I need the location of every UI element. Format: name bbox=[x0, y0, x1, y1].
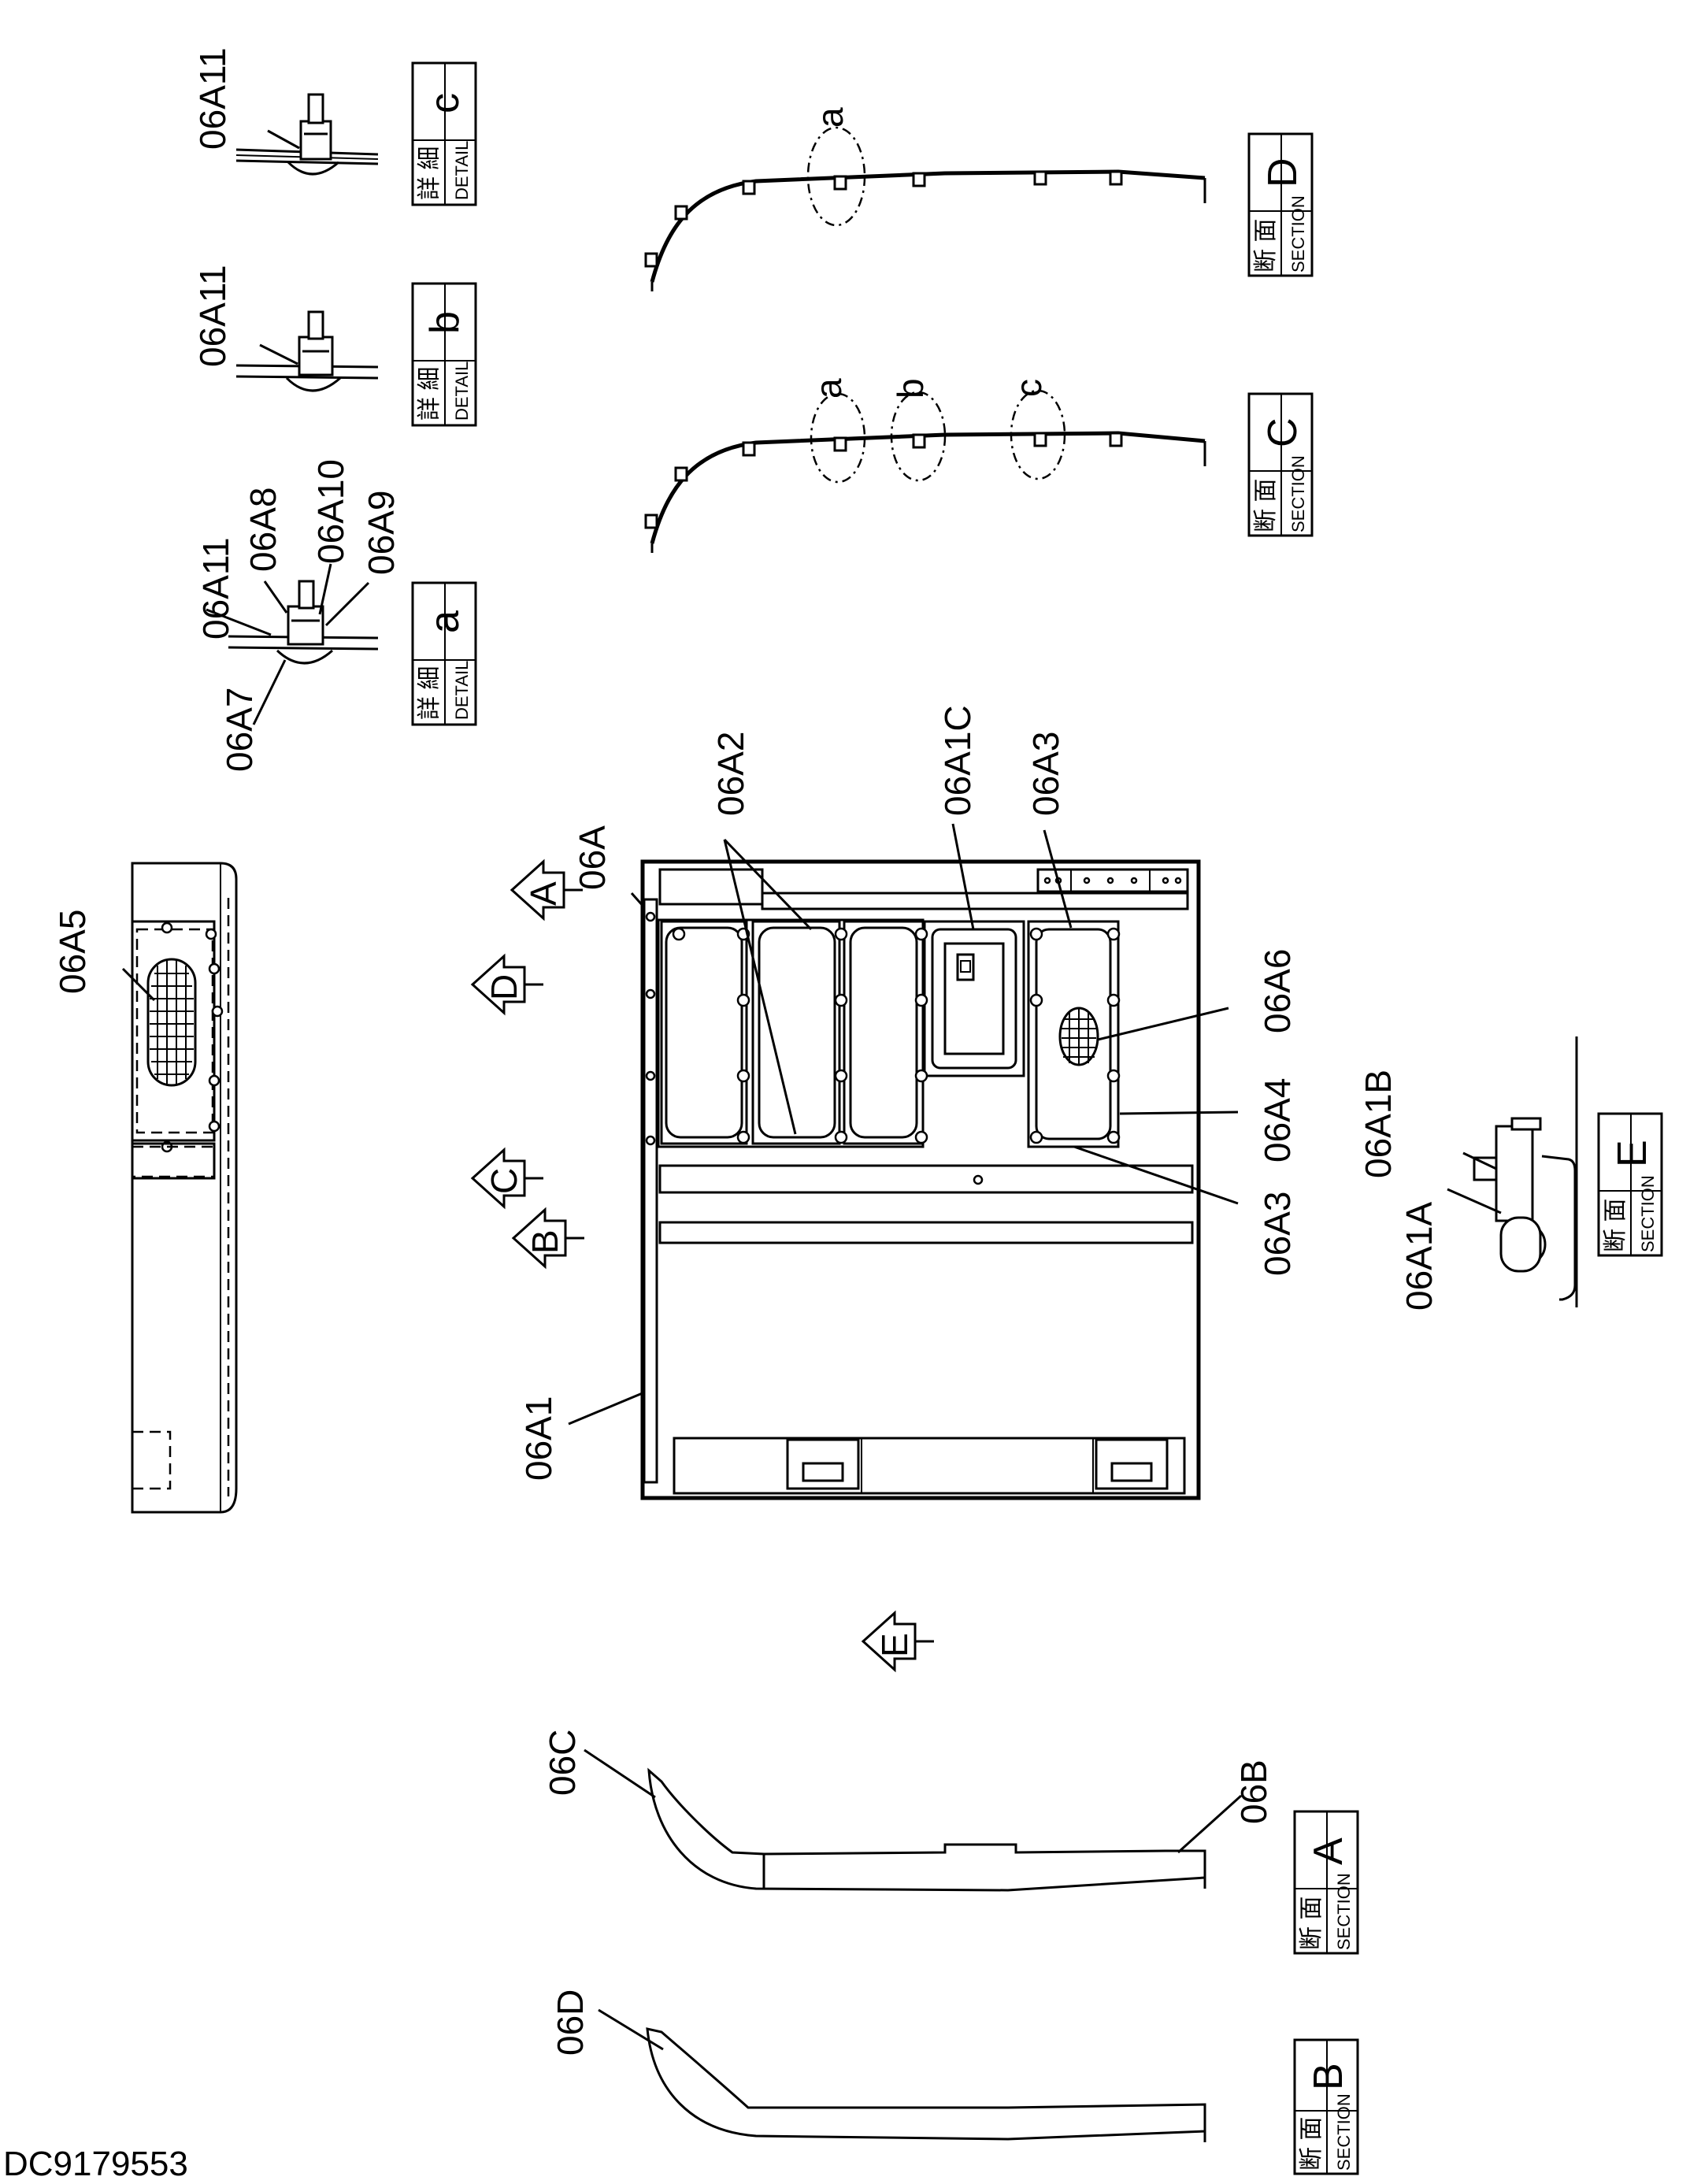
view-arrow-d: D bbox=[470, 953, 543, 1016]
detail-a-letter: a bbox=[422, 610, 468, 633]
detail-a-word: DETAIL bbox=[452, 661, 472, 720]
side-view-panel bbox=[131, 862, 238, 1514]
label-06A11-a: 06A11 bbox=[195, 537, 236, 640]
label-06A: 06A bbox=[572, 825, 613, 890]
view-arrow-b: B bbox=[511, 1207, 584, 1270]
label-06A2: 06A2 bbox=[710, 732, 751, 816]
section-e-view bbox=[1447, 1036, 1578, 1307]
label-06A11-c: 06A11 bbox=[192, 47, 233, 150]
section-c-kanji: 断 面 bbox=[1253, 479, 1279, 532]
label-06A1A: 06A1A bbox=[1399, 1202, 1440, 1311]
section-box-c: C 断 面 SECTION bbox=[1247, 392, 1314, 537]
detail-a-kanji: 詳 細 bbox=[417, 666, 443, 720]
section-e-kanji: 断 面 bbox=[1603, 1199, 1629, 1252]
label-06B: 06B bbox=[1233, 1759, 1274, 1824]
section-a-letter: A bbox=[1306, 1837, 1351, 1865]
section-b-letter: B bbox=[1306, 2063, 1351, 2090]
detail-c-view bbox=[235, 93, 379, 176]
section-d-kanji: 断 面 bbox=[1253, 219, 1279, 273]
section-a-kanji: 断 面 bbox=[1299, 1897, 1325, 1950]
section-d-profile bbox=[644, 126, 1206, 291]
view-arrow-a-letter: A bbox=[523, 881, 564, 906]
section-d-word: SECTION bbox=[1288, 195, 1308, 273]
label-06A3-bottom: 06A3 bbox=[1257, 1192, 1298, 1276]
section-c-word: SECTION bbox=[1288, 455, 1308, 532]
view-arrow-d-letter: D bbox=[484, 974, 524, 1000]
view-arrow-b-letter: B bbox=[524, 1229, 565, 1254]
detail-b-kanji: 詳 細 bbox=[417, 367, 443, 421]
section-a-word: SECTION bbox=[1334, 1873, 1354, 1950]
detail-b-view bbox=[235, 310, 379, 392]
section-b-profile bbox=[646, 2027, 1206, 2142]
view-arrow-c: C bbox=[470, 1147, 543, 1210]
detail-a-view bbox=[206, 563, 379, 725]
section-a-profile bbox=[647, 1767, 1206, 1892]
label-06A7: 06A7 bbox=[219, 688, 260, 772]
section-box-a: A 断 面 SECTION bbox=[1293, 1810, 1359, 1955]
label-06A3-top: 06A3 bbox=[1025, 732, 1066, 816]
detail-box-c: c 詳 細 DETAIL bbox=[411, 61, 477, 206]
grille-06A5 bbox=[146, 958, 197, 1087]
detail-c-letter: c bbox=[422, 93, 468, 113]
label-06A6: 06A6 bbox=[1257, 949, 1298, 1033]
callout-c-section-c: c bbox=[1008, 379, 1049, 397]
label-06A9: 06A9 bbox=[361, 491, 402, 575]
view-arrow-c-letter: C bbox=[484, 1168, 524, 1194]
detail-c-kanji: 詳 細 bbox=[417, 146, 443, 200]
section-e-word: SECTION bbox=[1638, 1175, 1658, 1252]
label-06A1C: 06A1C bbox=[937, 705, 978, 816]
section-e-letter: E bbox=[1610, 1140, 1655, 1167]
label-06A1B: 06A1B bbox=[1358, 1070, 1399, 1178]
label-06D: 06D bbox=[550, 1989, 591, 2056]
label-06A4: 06A4 bbox=[1257, 1078, 1298, 1162]
view-arrow-a: A bbox=[510, 858, 583, 921]
label-06C: 06C bbox=[542, 1730, 583, 1796]
leader-lines bbox=[568, 823, 1239, 1426]
callout-a-section-d: a bbox=[810, 107, 850, 128]
detail-box-a: a 詳 細 DETAIL bbox=[411, 581, 477, 726]
document-number: DC9179553 bbox=[3, 2145, 188, 2183]
detail-b-word: DETAIL bbox=[452, 362, 472, 421]
section-d-letter: D bbox=[1260, 158, 1306, 187]
label-06A8: 06A8 bbox=[243, 488, 284, 572]
callout-a-section-c: a bbox=[808, 378, 849, 399]
detail-b-letter: b bbox=[422, 311, 468, 334]
detail-box-b: b 詳 細 DETAIL bbox=[411, 282, 477, 427]
label-06A5: 06A5 bbox=[52, 910, 93, 994]
section-b-kanji: 断 面 bbox=[1299, 2117, 1325, 2171]
main-panel-front-view bbox=[640, 859, 1201, 1500]
view-arrow-e-letter: E bbox=[874, 1633, 915, 1657]
detail-c-word: DETAIL bbox=[452, 141, 472, 200]
section-c-letter: C bbox=[1260, 417, 1306, 447]
section-b-word: SECTION bbox=[1334, 2093, 1354, 2171]
section-box-d: D 断 面 SECTION bbox=[1247, 132, 1314, 277]
section-c-profile bbox=[644, 389, 1206, 553]
label-06A10: 06A10 bbox=[310, 459, 351, 564]
section-box-b: B 断 面 SECTION bbox=[1293, 2038, 1359, 2175]
section-box-e: E 断 面 SECTION bbox=[1597, 1112, 1663, 1257]
callout-b-section-c: b bbox=[890, 378, 931, 399]
view-arrow-e: E bbox=[861, 1610, 934, 1673]
label-06A1: 06A1 bbox=[518, 1396, 559, 1481]
label-06A11-b: 06A11 bbox=[192, 265, 233, 367]
